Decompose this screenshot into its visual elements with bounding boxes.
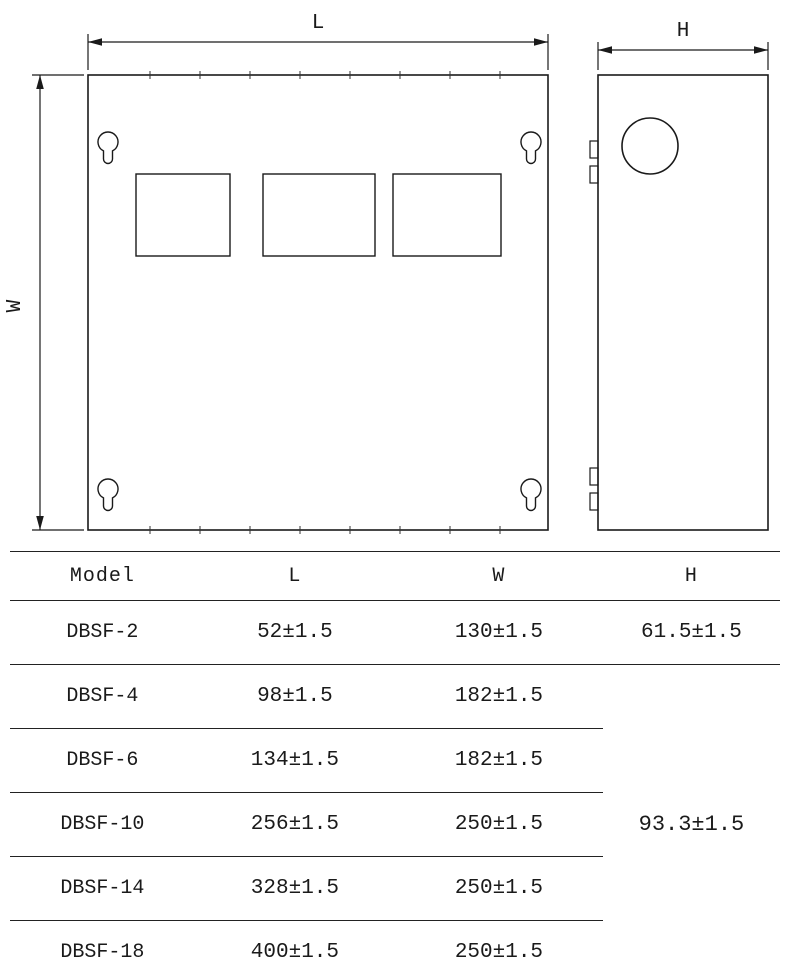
edge-clip-top-1 <box>589 140 599 159</box>
table-row-dbsf-2: DBSF-2 52±1.5 130±1.5 61.5±1.5 <box>10 600 780 665</box>
side-view-clips <box>589 140 599 511</box>
cutout-window-2 <box>262 173 376 257</box>
edge-clip-bottom-2 <box>589 492 599 511</box>
table-row-dbsf-14: DBSF-14 328±1.5 250±1.5 <box>10 856 780 921</box>
l-value-cell: 134±1.5 <box>194 728 395 793</box>
knockout-hole-circle <box>621 117 679 175</box>
model-cell: DBSF-18 <box>60 941 145 964</box>
l-value-cell: 52±1.5 <box>194 600 395 665</box>
arrowhead-L-right <box>534 38 548 46</box>
arrowhead-W-top <box>36 75 44 89</box>
col-header-w: W <box>394 551 603 601</box>
arrowhead-L-left <box>88 38 102 46</box>
cutout-window-1 <box>135 173 231 257</box>
col-header-model: Model <box>10 551 195 601</box>
table-row-dbsf-18: DBSF-18 400±1.5 250±1.5 <box>10 921 780 976</box>
model-cell: DBSF-6 <box>10 728 195 793</box>
arrowhead-H-left <box>598 46 612 54</box>
mounting-keyhole-bottom-left <box>97 478 119 512</box>
col-header-h: H <box>602 551 780 601</box>
edge-clip-top-2 <box>589 165 599 184</box>
l-value-cell: 98±1.5 <box>194 664 395 729</box>
l-value-cell: 256±1.5 <box>194 792 395 857</box>
arrowhead-H-right <box>754 46 768 54</box>
enclosure-drawing: L W H <box>4 12 769 534</box>
mounting-keyhole-bottom-right <box>520 478 542 512</box>
col-header-l: L <box>194 551 395 601</box>
table-header-row: Model L W H <box>10 551 780 601</box>
edge-clip-bottom-1 <box>589 467 599 486</box>
w-value-cell: 250±1.5 <box>454 941 544 964</box>
mounting-keyhole-top-right <box>520 131 542 165</box>
table-row-dbsf-6: DBSF-6 134±1.5 182±1.5 <box>10 728 780 793</box>
dimension-label-H: H <box>677 20 690 43</box>
w-value-cell: 182±1.5 <box>394 664 603 729</box>
table-row-dbsf-4: DBSF-4 98±1.5 182±1.5 93.3±1.5 <box>10 664 780 976</box>
table-row-dbsf-10: DBSF-10 256±1.5 250±1.5 <box>10 792 780 857</box>
dimension-table: Model L W H DBSF-2 52±1.5 130±1.5 61.5±1… <box>10 551 780 976</box>
w-value-cell: 130±1.5 <box>394 600 603 665</box>
dimension-label-W: W <box>4 299 27 312</box>
dimension-H <box>597 42 769 70</box>
h-merged-value-cell: 93.3±1.5 <box>602 664 780 976</box>
w-value-cell: 250±1.5 <box>394 856 603 921</box>
l-value-cell: 328±1.5 <box>194 856 395 921</box>
w-value-cell: 250±1.5 <box>394 792 603 857</box>
mounting-keyhole-top-left <box>97 131 119 165</box>
drawing-canvas: L W H <box>4 12 769 534</box>
knockout-tick-marks <box>149 71 501 534</box>
h-value-cell: 61.5±1.5 <box>602 600 780 665</box>
cutout-window-3 <box>392 173 502 257</box>
l-value-cell: 400±1.5 <box>250 941 339 964</box>
model-cell: DBSF-14 <box>10 856 195 921</box>
model-cell: DBSF-2 <box>10 600 195 665</box>
dimension-L <box>87 34 549 70</box>
dimension-label-L: L <box>312 12 325 35</box>
w-value-cell: 182±1.5 <box>394 728 603 793</box>
arrowhead-W-bottom <box>36 516 44 530</box>
side-view-outline <box>597 74 769 531</box>
dimension-W <box>32 74 84 531</box>
model-cell: DBSF-10 <box>10 792 195 857</box>
model-cell: DBSF-4 <box>10 664 195 729</box>
front-view-outline <box>87 74 549 531</box>
